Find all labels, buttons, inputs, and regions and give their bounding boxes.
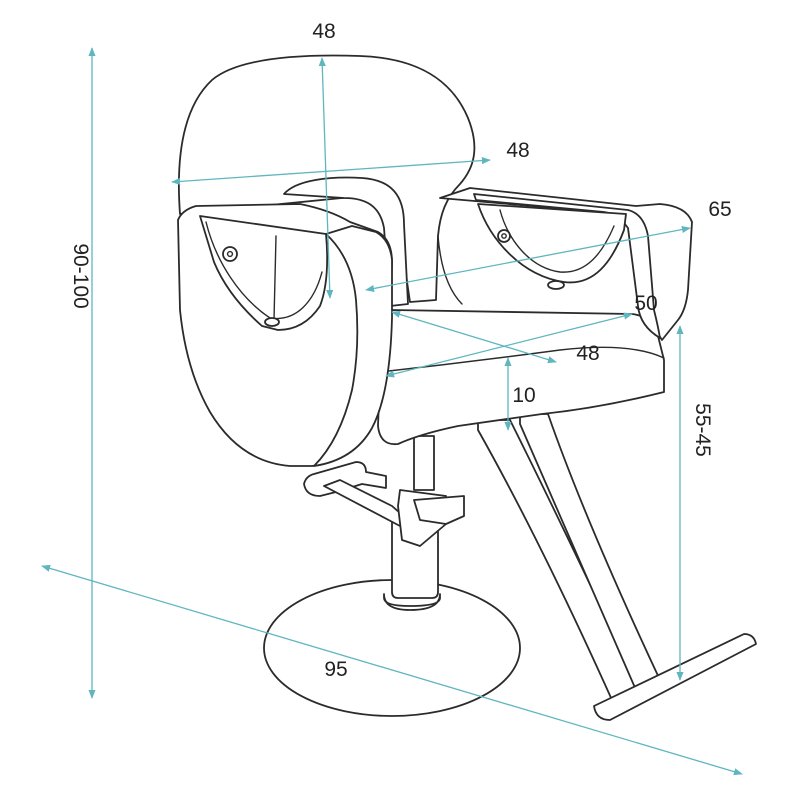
barber-chair-drawing bbox=[177, 54, 757, 721]
dimension-lines bbox=[41, 47, 743, 776]
seat-height-label: 55-45 bbox=[691, 403, 714, 457]
left-armrest bbox=[177, 203, 393, 467]
overall-width-label: 65 bbox=[708, 198, 731, 221]
chair-base bbox=[263, 579, 521, 717]
overall-width-line bbox=[365, 225, 691, 293]
backrest-height-label: 48 bbox=[312, 20, 335, 43]
total-height-label: 90-100 bbox=[69, 243, 92, 308]
footrest-frame bbox=[477, 413, 757, 721]
backrest-width-line bbox=[171, 156, 491, 186]
seat-width-line bbox=[391, 310, 557, 364]
seat-thickness-label: 10 bbox=[512, 384, 535, 407]
base-diagonal-line bbox=[41, 564, 743, 776]
seat-depth-label: 50 bbox=[634, 292, 657, 315]
base-diagonal-label: 95 bbox=[324, 658, 347, 681]
seat-stem bbox=[413, 435, 435, 491]
backrest-width-label: 48 bbox=[506, 139, 529, 162]
dimension-labels: 48 48 65 50 48 10 55-45 90-100 95 bbox=[69, 20, 732, 681]
pump-pedal bbox=[303, 461, 465, 547]
seat-width-label: 48 bbox=[576, 342, 599, 365]
